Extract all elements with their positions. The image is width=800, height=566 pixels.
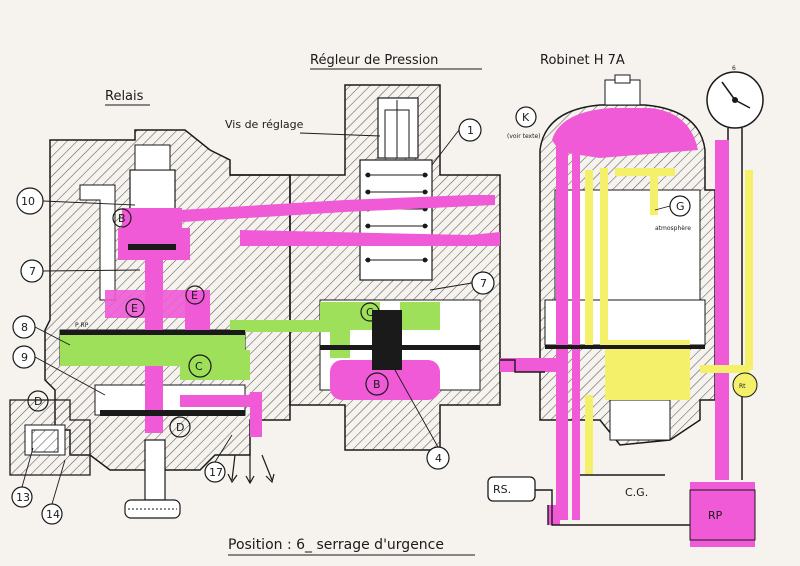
ref-4: 4 [435, 452, 442, 465]
marker-C-relais: C [195, 360, 203, 373]
title-regleur: Régleur de Pression [310, 53, 438, 68]
marker-G: G [676, 200, 685, 213]
voir-texte-label: (voir texte) [507, 133, 540, 140]
exhaust-arrows [227, 454, 275, 485]
small-valve-left [9, 399, 91, 476]
vis-reglage-label: Vis de réglage [225, 118, 304, 131]
ref-10: 10 [21, 195, 35, 208]
ref-7-left: 7 [29, 265, 36, 278]
rp-label: RP [708, 509, 723, 522]
ref-14: 14 [46, 508, 60, 521]
marker-D-relais: D [176, 421, 184, 434]
diaphragms [60, 244, 705, 416]
rs-box [487, 476, 536, 502]
prp-label: P RP [75, 322, 89, 329]
cg-label: C.G. [625, 486, 648, 499]
title-robinet: Robinet H 7A [540, 53, 625, 68]
ref-13: 13 [16, 491, 30, 504]
letter-markers [27, 208, 389, 438]
ref-17: 17 [209, 466, 223, 479]
ref-8: 8 [21, 321, 28, 334]
atmosphere-label: atmosphère [655, 225, 691, 232]
marker-B-regleur: B [373, 378, 381, 391]
ref-9: 9 [21, 351, 28, 364]
gauge-value: 6 [732, 65, 736, 72]
marker-K: K [522, 111, 530, 124]
yellow-air-passages [585, 168, 753, 475]
rt-marker [732, 372, 758, 398]
green-air-passages [60, 302, 440, 380]
title-relais: Relais [105, 89, 144, 104]
marker-B-relais: B [118, 212, 126, 225]
rs-label: RS. [493, 483, 511, 496]
marker-E-2: E [191, 289, 198, 302]
connecting-pipes [500, 359, 690, 526]
ref-1: 1 [467, 124, 474, 137]
marker-E-relais: E [131, 302, 138, 315]
position-caption: Position : 6_ serrage d'urgence [228, 537, 444, 553]
leader-lines [21, 129, 671, 505]
ref-7-right: 7 [480, 277, 487, 290]
marker-D-left: D [34, 395, 42, 408]
rp-reservoir [689, 489, 756, 541]
marker-C-regleur: C [366, 306, 374, 319]
rt-label: Rt [739, 383, 746, 390]
